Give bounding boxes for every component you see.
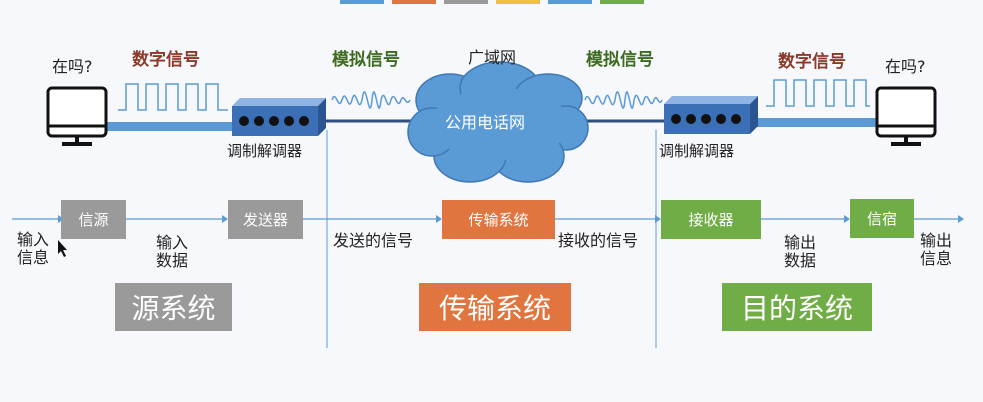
modem-right-label: 调制解调器 [659, 142, 735, 160]
sink-box: 信宿 [850, 199, 914, 238]
left-pc-label: 在吗? [52, 57, 93, 76]
modem-left-icon [232, 98, 326, 136]
analog-signal-right-label: 模拟信号 [586, 50, 654, 70]
input-info-label: 输入 信息 [17, 230, 50, 268]
received-signal-label: 接收的信号 [558, 231, 639, 250]
modem-left-label: 调制解调器 [227, 142, 303, 160]
digital-wave-left [118, 83, 228, 111]
digital-wave-right [766, 79, 870, 107]
destination-system-box: 目的系统 [722, 283, 872, 331]
computer-right-icon [875, 86, 937, 146]
transmission-box: 传输系统 [442, 200, 555, 239]
analog-wave-left [331, 91, 411, 109]
input-data-label: 输入 数据 [156, 233, 189, 271]
top-strip [340, 0, 644, 4]
analog-wave-right [584, 91, 663, 109]
transmission-system-box: 传输系统 [419, 283, 571, 331]
cable-right [752, 118, 880, 127]
receiver-box: 接收器 [661, 200, 761, 239]
source-box: 信源 [61, 200, 126, 239]
mouse-cursor-icon [58, 240, 67, 257]
source-system-box: 源系统 [115, 283, 232, 331]
transmitter-box: 发送器 [228, 200, 303, 239]
cloud-icon [407, 61, 589, 183]
output-info-label: 输出 信息 [920, 231, 953, 269]
cloud-label: 公用电话网 [445, 113, 526, 132]
output-data-label: 输出 数据 [784, 233, 817, 271]
sent-signal-label: 发送的信号 [333, 231, 414, 250]
cable-left [105, 122, 240, 131]
wan-label: 广域网 [468, 48, 517, 67]
digital-signal-right-label: 数字信号 [778, 52, 846, 72]
computer-left-icon [46, 86, 108, 146]
right-pc-label: 在吗? [885, 57, 926, 76]
digital-signal-left-label: 数字信号 [132, 50, 200, 70]
flow-arrows [12, 215, 964, 223]
analog-signal-left-label: 模拟信号 [332, 50, 400, 70]
modem-right-icon [664, 96, 758, 134]
